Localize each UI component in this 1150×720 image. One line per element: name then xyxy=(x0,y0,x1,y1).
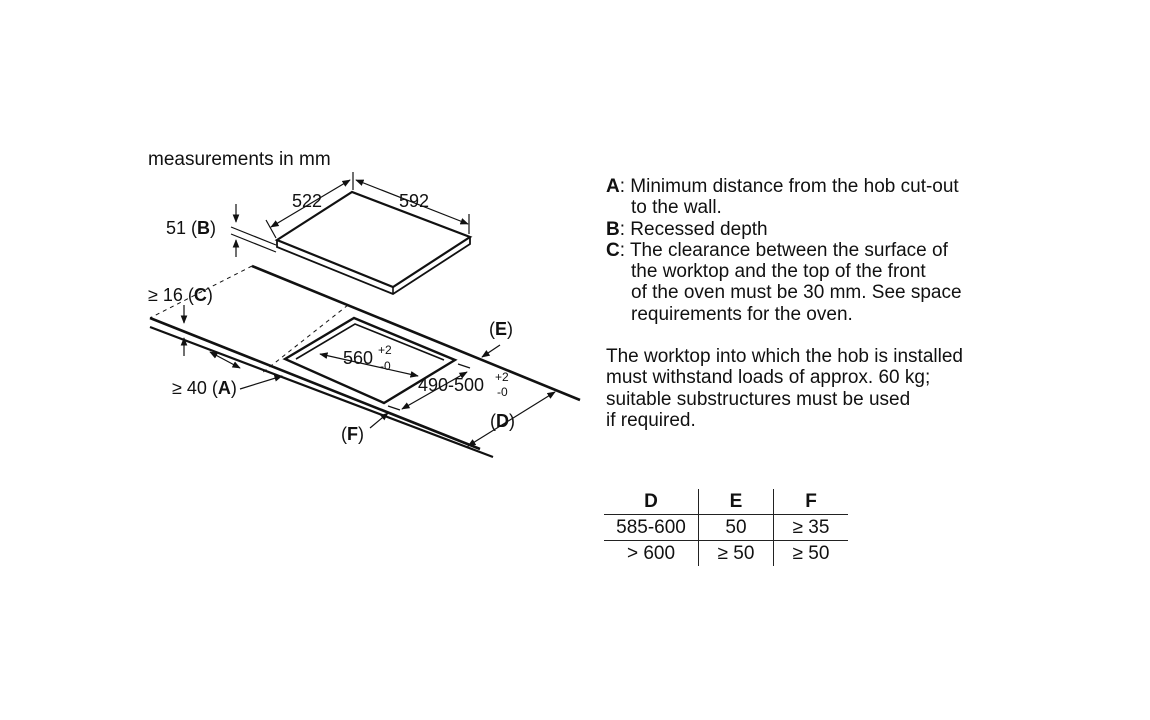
cutout-dimension-lines xyxy=(319,352,471,411)
table-header-e: E xyxy=(698,489,774,515)
note-c-cont: requirements for the oven. xyxy=(631,303,853,325)
note-c-cont: the worktop and the top of the front xyxy=(631,261,926,283)
note-c-cont: of the oven must be 30 mm. See space xyxy=(631,282,962,304)
worktop-note-line: must withstand loads of approx. 60 kg; xyxy=(606,367,931,389)
cutout-depth-label: 490-500 xyxy=(418,375,484,395)
note-a-key: A xyxy=(606,176,620,197)
e-arrow xyxy=(481,344,501,358)
worktop-note-line: The worktop into which the hob is instal… xyxy=(606,346,963,367)
cutout-drawing xyxy=(282,316,458,405)
table-row: 585-600 50 ≥ 35 xyxy=(604,514,848,541)
worktop-drawing xyxy=(149,264,581,459)
table-cell: 50 xyxy=(698,514,774,541)
measurements-heading: measurements in mm xyxy=(148,149,331,170)
note-b: B: Recessed depth xyxy=(606,219,1036,240)
table-cell: ≥ 50 xyxy=(773,540,848,566)
recess-label: 51 (B) xyxy=(166,218,216,238)
note-b-text: : Recessed depth xyxy=(619,218,768,240)
note-a-cont: to the wall. xyxy=(631,197,722,219)
recess-dimension xyxy=(230,204,277,257)
note-b-key: B xyxy=(606,218,620,240)
table-row: > 600 ≥ 50 ≥ 50 xyxy=(604,540,848,566)
legend-notes: A: Minimum distance from the hob cut-out… xyxy=(606,176,1036,325)
table-cell: > 600 xyxy=(626,543,676,564)
cutout-depth-tol-plus: +2 xyxy=(495,370,509,384)
worktop-note-line: if required. xyxy=(606,409,696,431)
label-e: (E) xyxy=(489,319,513,339)
clearance-label: ≥ 16 (C) xyxy=(148,285,213,305)
cutout-width-tol-plus: +2 xyxy=(378,343,392,357)
note-c-key: C xyxy=(606,239,620,261)
hob-dimension-lines xyxy=(265,172,470,239)
cutout-width-label: 560 xyxy=(343,348,373,368)
note-a-text: : Minimum distance from the hob cut-out xyxy=(619,176,959,197)
label-d: (D) xyxy=(490,411,515,431)
note-a: A: Minimum distance from the hob cut-out… xyxy=(606,176,1036,219)
clearance-table: D E F 585-600 50 ≥ 35 > 600 ≥ 50 ≥ 50 xyxy=(604,489,848,566)
label-f: (F) xyxy=(341,424,364,444)
hob-width-label: 592 xyxy=(399,191,429,211)
table-header-d: D xyxy=(604,489,699,515)
table-header-f: F xyxy=(773,489,848,515)
cutout-width-tol-minus: -0 xyxy=(380,359,391,373)
wall-distance-label: ≥ 40 (A) xyxy=(172,378,237,398)
worktop-note-line: suitable substructures must be used xyxy=(606,388,911,410)
table-cell: 585-600 xyxy=(604,514,699,541)
d-dimension-line xyxy=(467,391,556,447)
table-cell: ≥ 50 xyxy=(698,540,774,566)
hob-depth-label: 522 xyxy=(292,191,322,211)
table-header-row: D E F xyxy=(604,489,848,515)
f-arrow xyxy=(369,412,389,429)
note-c-text: : The clearance between the surface of xyxy=(619,239,948,261)
wall-distance-dimension xyxy=(209,351,283,390)
cutout-depth-tol-minus: -0 xyxy=(497,385,508,399)
worktop-load-note: The worktop into which the hob is instal… xyxy=(606,346,1036,431)
table-cell: ≥ 35 xyxy=(773,514,848,541)
